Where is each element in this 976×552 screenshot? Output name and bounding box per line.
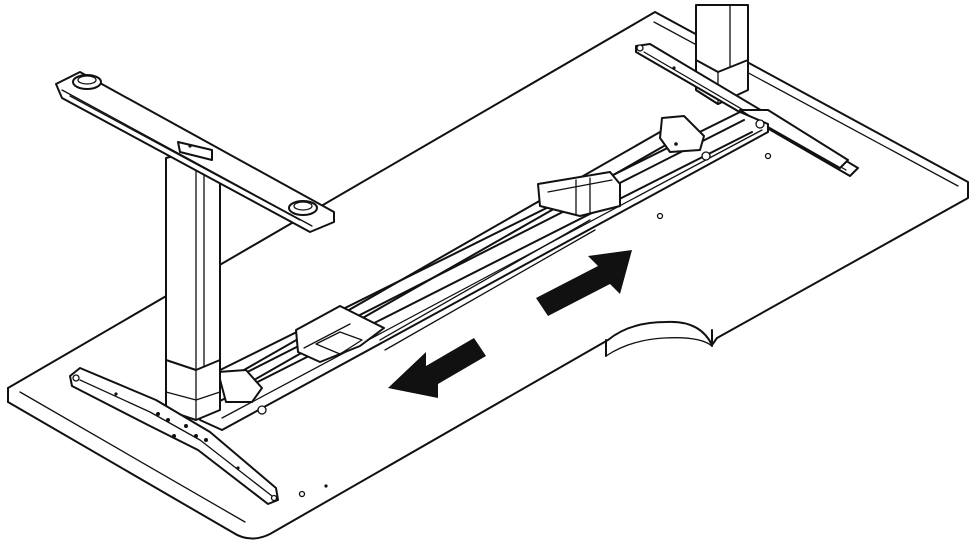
desktop-screw-holes xyxy=(298,152,772,498)
extend-right-arrow xyxy=(536,250,632,316)
left-foot xyxy=(69,367,279,505)
left-top-bracket xyxy=(55,71,335,233)
crossbar-frame xyxy=(199,111,769,431)
extend-left-arrow xyxy=(388,338,486,398)
left-leg-column xyxy=(165,149,221,421)
